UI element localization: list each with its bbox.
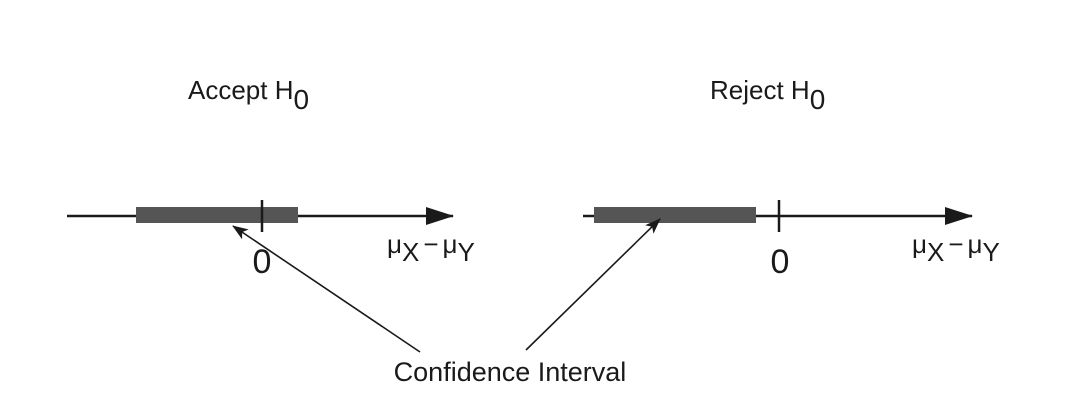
accept-axis-sub-x: X — [402, 237, 419, 267]
reject-heading-prefix: Reject H — [710, 75, 810, 105]
accept-confidence-interval-bar — [136, 207, 298, 223]
accept-zero-label: 0 — [253, 243, 272, 281]
reject-axis-minus: − — [948, 229, 963, 259]
reject-heading-subscript: 0 — [810, 84, 826, 115]
reject-panel: Reject H0 0 μX−μY — [583, 75, 1000, 281]
reject-axis-mu-y: μ — [968, 229, 983, 259]
accept-heading-prefix: Accept H — [188, 75, 294, 105]
reject-axis-label: μX−μY — [912, 229, 1000, 267]
accept-axis-minus: − — [423, 229, 438, 259]
accept-axis-mu-y: μ — [443, 229, 458, 259]
reject-heading: Reject H0 — [710, 75, 825, 115]
callout-arrow-accept — [232, 225, 421, 353]
accept-axis-mu-x: μ — [387, 229, 402, 259]
confidence-interval-label: Confidence Interval — [394, 357, 627, 387]
reject-axis-sub-y: Y — [983, 237, 1000, 267]
reject-axis-sub-x: X — [927, 237, 944, 267]
accept-axis-label: μX−μY — [387, 229, 475, 267]
reject-confidence-interval-bar — [594, 207, 756, 223]
accept-heading-subscript: 0 — [294, 84, 310, 115]
confidence-interval-callout: Confidence Interval — [232, 218, 661, 387]
accept-axis-sub-y: Y — [458, 237, 475, 267]
callout-arrow-reject — [525, 218, 661, 351]
reject-axis-mu-x: μ — [912, 229, 927, 259]
accept-heading: Accept H0 — [188, 75, 309, 115]
accept-panel: Accept H0 0 μX−μY — [67, 75, 475, 281]
reject-zero-label: 0 — [771, 243, 790, 281]
